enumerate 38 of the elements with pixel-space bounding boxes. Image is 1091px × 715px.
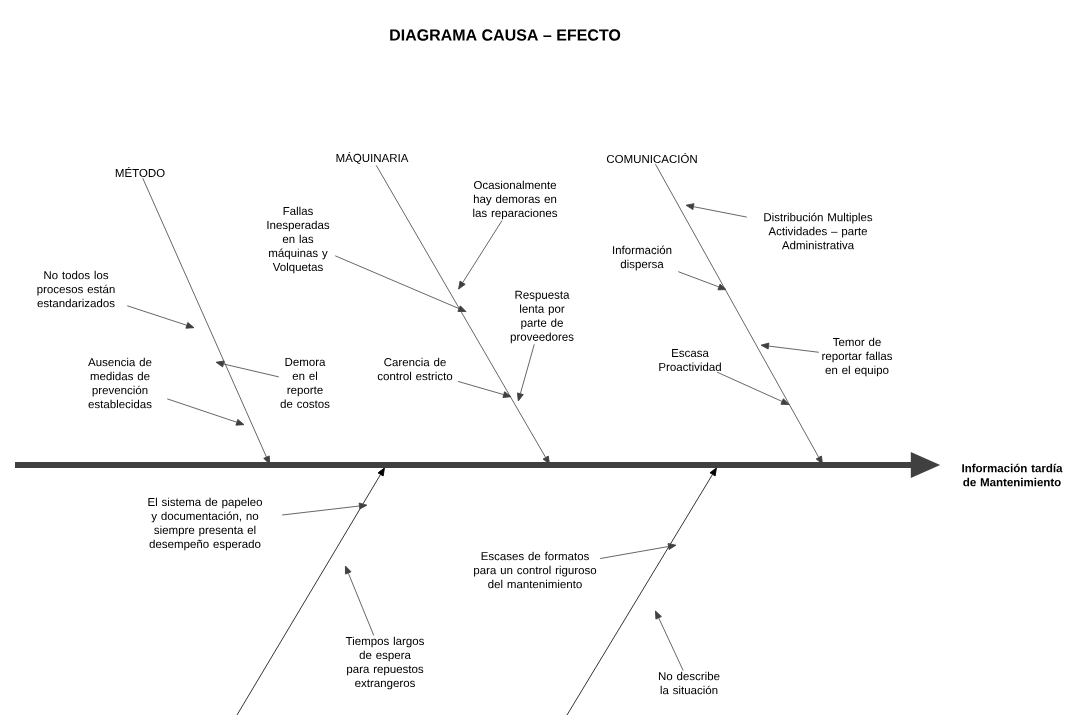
- bone-arrow: [142, 177, 270, 465]
- cause-text: El sistema de papeleo y documentación, no siempre presenta el desempeño esperado: [148, 497, 262, 551]
- arrow: [760, 342, 820, 353]
- arrow: [126, 305, 195, 329]
- title: DIAGRAMA CAUSA – EFECTO: [390, 29, 621, 41]
- cause-text: Ausencia de medidas de prevención establecidas: [88, 357, 152, 409]
- cause-text: Información dispersa: [613, 245, 672, 271]
- arrow: [716, 371, 790, 405]
- cause-text: Tiempos largos de espera para repuestos extrangeros: [345, 636, 424, 690]
- arrow: [215, 360, 280, 378]
- category-label: COMUNICACIÓN: [606, 152, 697, 164]
- arrow: [677, 271, 727, 291]
- arrow: [655, 610, 684, 671]
- cause-text: Escasa Proactividad: [659, 349, 721, 371]
- arrow: [281, 502, 368, 516]
- cause-text: Escases de formatos para un control riguroso del mantenimiento: [474, 551, 597, 589]
- cause-text: Carencia de control estricto: [377, 357, 453, 381]
- cause-text: Distribución Multiples Actividades – parte Administrativa: [764, 212, 873, 250]
- arrow: [457, 381, 512, 398]
- bone-arrow: [655, 163, 823, 465]
- category-label: MÁQUINARIA: [336, 151, 409, 165]
- arrow: [517, 343, 535, 402]
- cause-text: No describe la situación: [658, 671, 720, 695]
- cause-text: Demora en el reporte de costos: [280, 358, 330, 408]
- cause-text: No todos los procesos están estandarizados: [37, 270, 115, 308]
- cause-text: Respuesta lenta por parte de proveedores: [510, 290, 574, 344]
- arrow: [334, 255, 467, 312]
- cause-text: Fallas Inesperadas en las máquinas y Volquetas: [267, 206, 330, 274]
- cause-text: Ocasionalmente hay demoras en las reparaciones: [473, 180, 558, 220]
- category-label: MÉTODO: [115, 166, 165, 178]
- bone-arrow: [375, 164, 550, 465]
- arrow: [166, 398, 245, 426]
- cause-text: Temor de reportar fallas en el equipo: [822, 337, 893, 377]
- arrow: [685, 203, 748, 218]
- arrow: [458, 220, 503, 290]
- arrow: [599, 543, 677, 559]
- effect-text: Información tardía de Mantenimiento: [962, 463, 1063, 487]
- arrow: [345, 565, 375, 636]
